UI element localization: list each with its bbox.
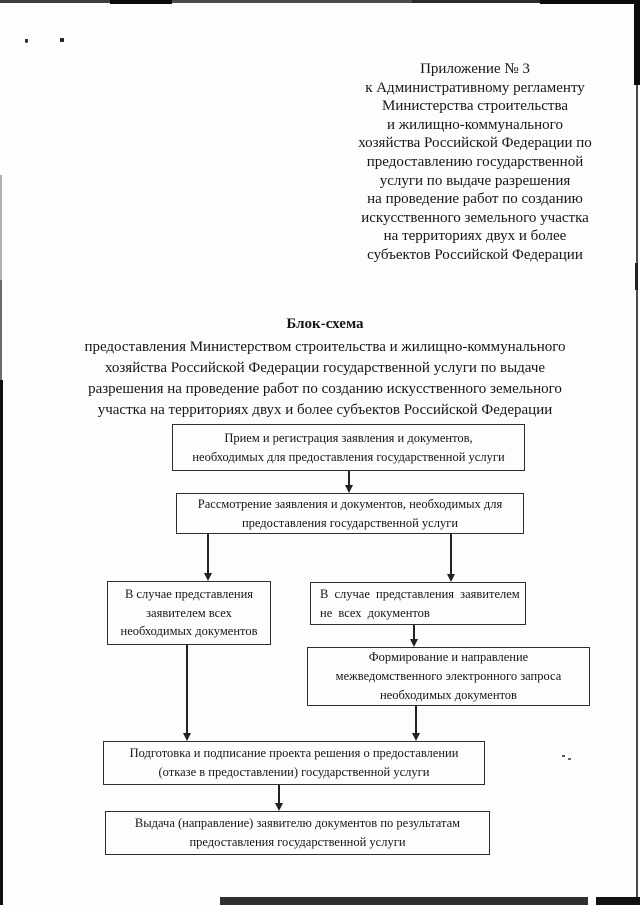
arrow-reception-to-review (348, 471, 350, 486)
scan-edge-left (0, 280, 2, 380)
arrowhead-decision-to-issuance (275, 803, 283, 811)
arrow-not-all-to-interagency (413, 625, 415, 639)
scan-edge-top (540, 0, 640, 4)
flow-box-review: Рассмотрение заявления и документов, нео… (176, 493, 524, 534)
arrow-review-to-all-documents (207, 534, 209, 573)
scan-edge-bottom (220, 897, 588, 905)
flow-box-all-documents-case: В случае представления заявителем всех н… (107, 581, 271, 645)
scan-edge-right (636, 85, 638, 905)
scan-edge-top (110, 0, 172, 4)
scan-edge-left (0, 380, 3, 905)
page-title: Блок-схема (286, 316, 364, 332)
flow-box-reception: Прием и регистрация заявления и документ… (172, 424, 525, 471)
flow-box-decision-signing: Подготовка и подписание проекта решения … (103, 741, 485, 785)
scan-edge-top (0, 0, 110, 3)
scan-edge-right (634, 0, 640, 85)
arrow-all-documents-to-decision (186, 645, 188, 733)
arrowhead-interagency-to-decision (412, 733, 420, 741)
scan-speck (60, 38, 64, 42)
arrowhead-not-all-to-interagency (410, 639, 418, 647)
flow-box-not-all-documents-case: В случае представления заявителем не все… (310, 582, 526, 625)
arrowhead-reception-to-review (345, 485, 353, 493)
arrow-interagency-to-decision (415, 706, 417, 733)
scan-edge-right (635, 263, 638, 290)
appendix-label: Приложение № 3 к Административному регла… (358, 61, 592, 263)
scan-edge-left (0, 175, 2, 280)
arrowhead-review-to-all-documents (204, 573, 212, 581)
scan-edge-bottom (596, 897, 640, 905)
scan-speck (562, 755, 565, 757)
arrowhead-all-documents-to-decision (183, 733, 191, 741)
scan-speck (25, 39, 28, 43)
scan-edge-top (412, 0, 540, 3)
arrowhead-review-to-not-all-documents (447, 574, 455, 582)
page-subtitle: предоставления Министерством строительст… (84, 339, 566, 418)
scan-edge-top (172, 0, 412, 3)
arrow-decision-to-issuance (278, 785, 280, 804)
arrow-review-to-not-all-documents (450, 534, 452, 574)
flow-box-issuance: Выдача (направление) заявителю документо… (105, 811, 490, 855)
scan-speck (568, 758, 571, 760)
flow-box-interagency-request: Формирование и направление межведомствен… (307, 647, 590, 706)
